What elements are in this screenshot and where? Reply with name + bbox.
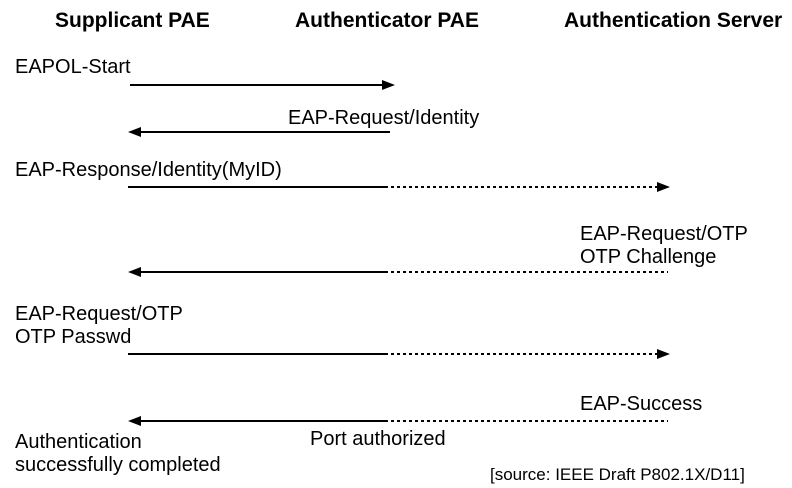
completion-label-line2: successfully completed xyxy=(15,454,221,476)
completion-label-line1: Authentication xyxy=(15,431,142,453)
eap-success-arrow-line-solid xyxy=(141,420,385,422)
message-label-eap-success: EAP-Success xyxy=(580,393,703,415)
message-label-otp-challenge-line2: OTP Challenge xyxy=(580,246,717,268)
eap-success-arrowhead-icon xyxy=(128,416,141,426)
eapol-start-arrow-line xyxy=(130,84,382,86)
source-citation: [source: IEEE Draft P802.1X/D11] xyxy=(490,465,745,484)
message-label-otp-passwd-line1: EAP-Request/OTP xyxy=(15,303,183,325)
otp-passwd-arrow-line-solid xyxy=(128,353,385,355)
message-label-eap-request-identity: EAP-Request/Identity xyxy=(288,107,480,129)
otp-challenge-arrow-line-solid xyxy=(141,271,385,273)
otp-challenge-arrow-line-dashed xyxy=(385,271,668,273)
eap-response-identity-arrow-line-solid xyxy=(128,186,385,188)
message-label-eap-response-identity: EAP-Response/Identity(MyID) xyxy=(15,159,282,181)
column-header-server: Authentication Server xyxy=(564,9,783,32)
message-label-otp-passwd: EAP-Request/OTP OTP Passwd xyxy=(15,303,183,349)
column-header-supplicant: Supplicant PAE xyxy=(55,9,210,32)
column-header-authenticator: Authenticator PAE xyxy=(295,9,479,32)
port-authorized-label: Port authorized xyxy=(310,428,446,450)
eap-response-identity-arrow-line-dashed xyxy=(385,186,657,188)
otp-passwd-arrowhead-icon xyxy=(657,349,670,359)
message-label-otp-challenge: EAP-Request/OTP OTP Challenge xyxy=(580,223,748,269)
eap-success-arrow-line-dashed xyxy=(385,420,668,422)
eap-response-identity-arrowhead-icon xyxy=(657,182,670,192)
message-label-eapol-start: EAPOL-Start xyxy=(15,56,131,78)
eap-request-identity-arrowhead-icon xyxy=(128,127,141,137)
otp-passwd-arrow-line-dashed xyxy=(385,353,657,355)
message-label-otp-challenge-line1: EAP-Request/OTP xyxy=(580,223,748,245)
otp-challenge-arrowhead-icon xyxy=(128,267,141,277)
completion-label: Authentication successfully completed xyxy=(15,431,221,477)
eap-request-identity-arrow-line xyxy=(141,131,390,133)
message-label-otp-passwd-line2: OTP Passwd xyxy=(15,326,132,348)
eapol-start-arrowhead-icon xyxy=(382,80,395,90)
